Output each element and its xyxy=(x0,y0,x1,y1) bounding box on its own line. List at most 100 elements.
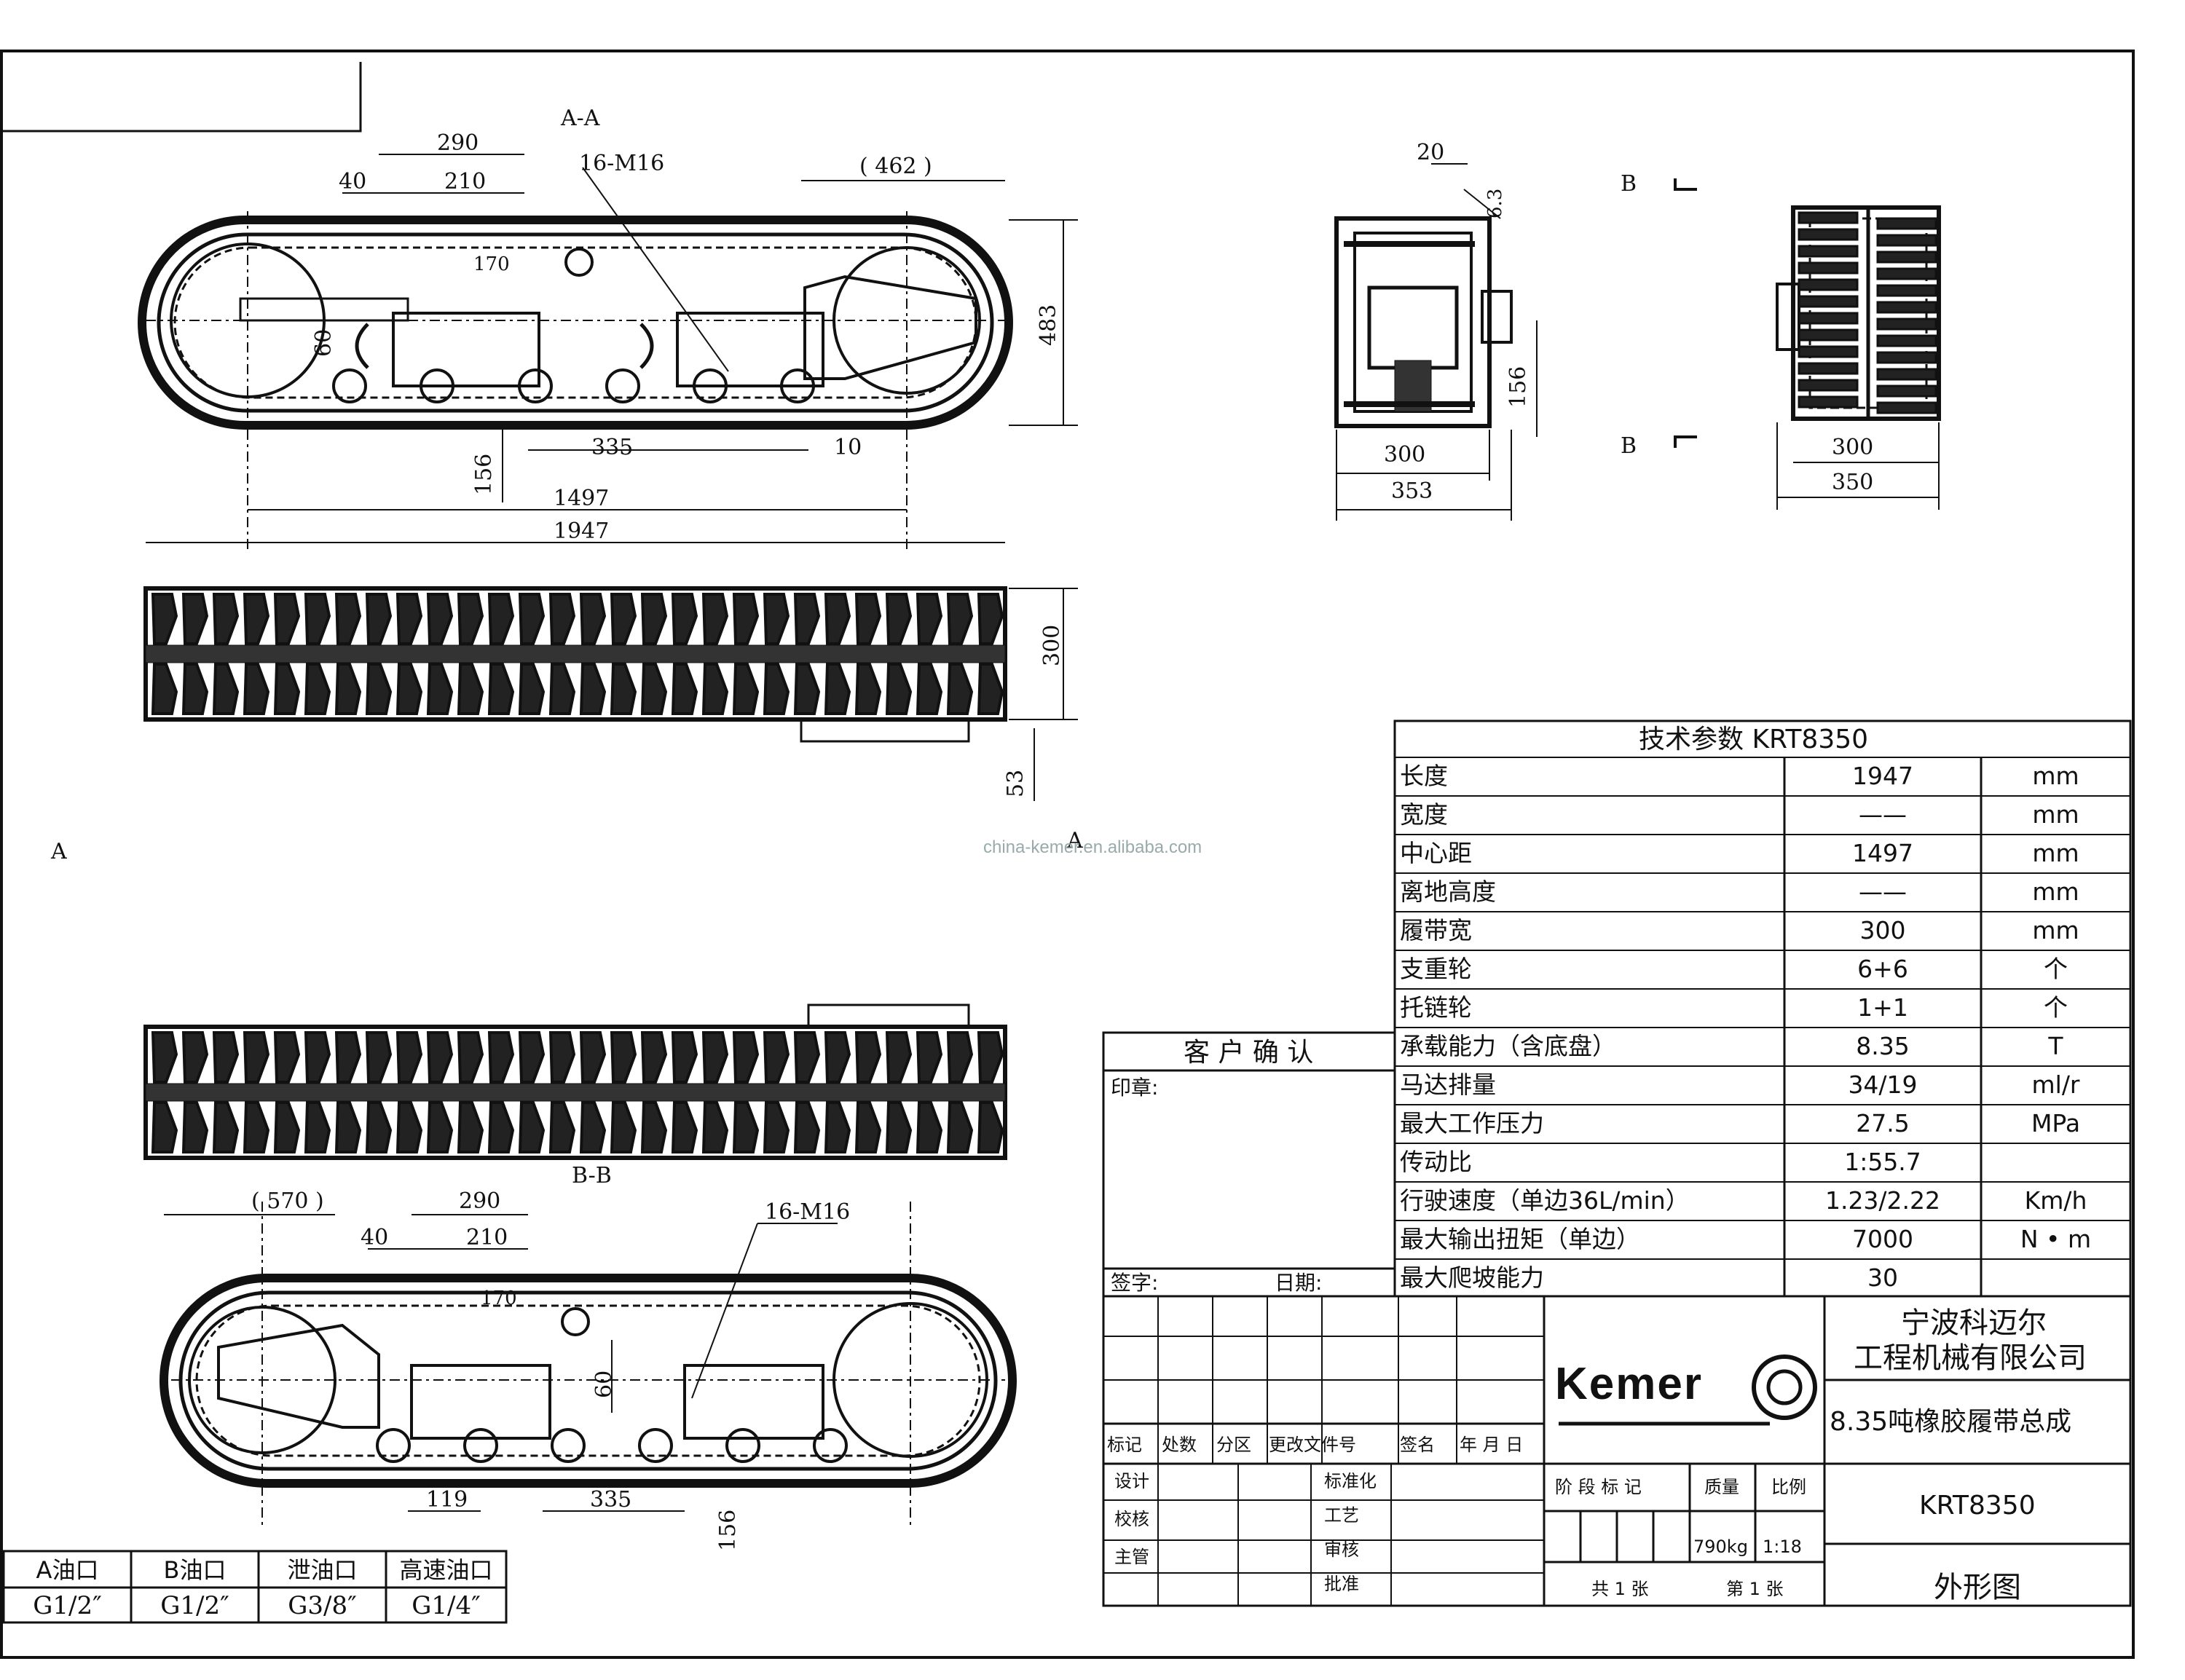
tread-lug xyxy=(610,593,637,645)
tread-lug xyxy=(579,1031,607,1084)
dim-483: 483 xyxy=(1036,304,1061,346)
end-lug xyxy=(1876,251,1937,264)
dim-1947: 1947 xyxy=(554,518,610,544)
dim-300-side: 300 xyxy=(1384,442,1426,468)
tread-lug xyxy=(763,1031,790,1084)
spec-name: 承载能力（含底盘） xyxy=(1400,1032,1616,1060)
dim-353-side: 353 xyxy=(1391,478,1433,504)
marker-a-right: A xyxy=(1067,828,1083,853)
port-value: G1/2″ xyxy=(33,1591,102,1620)
dim-1497: 1497 xyxy=(554,486,610,511)
tread-lug xyxy=(334,1101,362,1153)
dim-335-bottom: 335 xyxy=(590,1487,632,1513)
marker-a-left: A xyxy=(51,839,67,864)
track-side-view-bottom xyxy=(160,1202,1017,1529)
end-lug xyxy=(1876,384,1937,398)
customer-confirm-title: 客 户 确 认 xyxy=(1184,1038,1314,1068)
dim-40-top: 40 xyxy=(339,169,367,194)
tread-lug xyxy=(273,1031,301,1084)
tread-lug xyxy=(151,1101,178,1153)
dim-156-bottom: 156 xyxy=(715,1509,741,1551)
port-header: 泄油口 xyxy=(287,1556,358,1584)
port-header: 高速油口 xyxy=(399,1556,493,1584)
stage-label: 阶 段 标 记 xyxy=(1555,1477,1642,1497)
tread-lug xyxy=(548,663,576,715)
section-label-aa: A-A xyxy=(561,106,600,131)
tread-lug xyxy=(793,1101,821,1153)
port-value: G1/4″ xyxy=(412,1591,481,1620)
dim-290-top: 290 xyxy=(437,130,479,156)
spec-name: 长度 xyxy=(1400,762,1448,790)
tread-lug xyxy=(579,1101,607,1153)
track-end-view xyxy=(1674,178,1941,448)
rev-header: 签名 xyxy=(1400,1435,1435,1455)
tread-lug xyxy=(243,593,270,645)
tread-lug xyxy=(518,1031,546,1084)
tread-lug xyxy=(212,1101,240,1153)
bolt-spec-top: 16-M16 xyxy=(579,151,665,176)
tread-lug xyxy=(395,1031,423,1084)
tread-lug xyxy=(273,1101,301,1153)
section-label-bb: B-B xyxy=(572,1163,612,1188)
tread-lug xyxy=(304,663,331,715)
tread-lug xyxy=(151,1031,178,1084)
ports-table-grid xyxy=(2,1550,508,1624)
dim-53: 53 xyxy=(1003,769,1028,797)
dim-6-3-side: 6.3 xyxy=(1484,188,1506,218)
dim-60-top: 60 xyxy=(311,328,336,357)
tread-lug xyxy=(487,1101,515,1153)
tread-lug xyxy=(151,593,178,645)
end-lug xyxy=(1798,312,1859,325)
dim-290-bottom: 290 xyxy=(459,1188,501,1214)
port-value: G1/2″ xyxy=(160,1591,229,1620)
tread-lug xyxy=(487,663,515,715)
spec-unit: mm xyxy=(2032,878,2079,906)
tread-lug xyxy=(426,593,454,645)
end-lug xyxy=(1876,351,1937,364)
tread-lug xyxy=(395,663,423,715)
tread-lug xyxy=(365,593,393,645)
watermark: china-kemer.en.alibaba.com xyxy=(983,837,1202,857)
tread-lug xyxy=(212,1031,240,1084)
tread-lug xyxy=(732,1101,760,1153)
end-lug xyxy=(1876,284,1937,297)
tread-lug xyxy=(457,663,484,715)
dim-40-bottom: 40 xyxy=(361,1225,389,1250)
tread-lug xyxy=(487,593,515,645)
spec-value: 30 xyxy=(1867,1263,1898,1292)
track-side-view-top xyxy=(138,211,1013,553)
tread-lug xyxy=(395,1101,423,1153)
tread-lug xyxy=(946,1031,974,1084)
dim-156-side: 156 xyxy=(1505,366,1531,408)
approval-right: 批准 xyxy=(1324,1574,1359,1594)
tread-lug xyxy=(243,663,270,715)
tread-lug xyxy=(701,1101,729,1153)
tread-lug xyxy=(426,1031,454,1084)
end-lug xyxy=(1876,301,1937,314)
tread-lug xyxy=(946,1101,974,1153)
spec-value: 7000 xyxy=(1852,1225,1913,1253)
tread-lug xyxy=(946,663,974,715)
tread-lug xyxy=(365,1031,393,1084)
tread-lug xyxy=(854,593,882,645)
dim-300-track: 300 xyxy=(1039,624,1065,666)
tread-lug xyxy=(640,593,668,645)
spec-value: —— xyxy=(1859,878,1907,906)
approval-right: 工艺 xyxy=(1324,1505,1359,1526)
dim-570: ( 570 ) xyxy=(251,1188,324,1214)
tread-lug xyxy=(579,663,607,715)
tread-lug xyxy=(426,663,454,715)
dim-300-end: 300 xyxy=(1832,435,1874,460)
end-lug xyxy=(1798,211,1859,224)
tread-lug xyxy=(701,1031,729,1084)
dim-170-top: 170 xyxy=(473,253,510,275)
dim-60-bottom: 60 xyxy=(591,1370,617,1398)
spec-unit: Km/h xyxy=(2024,1186,2087,1215)
tread-lug xyxy=(763,663,790,715)
dim-210-bottom: 210 xyxy=(466,1225,508,1250)
end-lug xyxy=(1876,267,1937,280)
tread-lug xyxy=(671,1031,698,1084)
tread-lug xyxy=(854,663,882,715)
scale-value: 1:18 xyxy=(1763,1537,1802,1557)
tread-lug xyxy=(671,1101,698,1153)
